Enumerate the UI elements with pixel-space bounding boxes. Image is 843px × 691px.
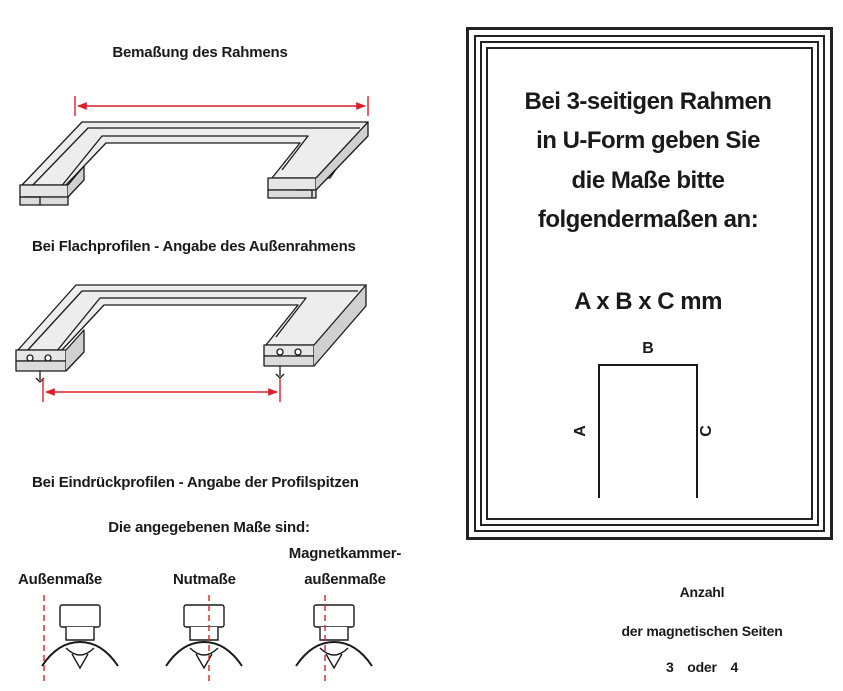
- u-shape-outline: [598, 364, 698, 498]
- magnet-chamber-label-line1: Magnetkammer-: [288, 545, 402, 562]
- label-c: C: [698, 425, 715, 437]
- dimension-line-1: [74, 96, 369, 116]
- count-subtitle: der magnetischen Seiten: [621, 623, 783, 639]
- u-form-instruction-box: [466, 27, 833, 540]
- u-frame-drawing-1: [19, 121, 369, 206]
- given-dimensions-heading: Die angegebenen Maße sind:: [108, 519, 310, 536]
- count-options: 3 oder 4: [665, 659, 739, 675]
- instruction-line-4: folgendermaßen an:: [537, 206, 759, 233]
- u-frame-drawing-2: [15, 284, 367, 383]
- profile-magnet-drawing: [295, 604, 373, 670]
- label-a: A: [572, 425, 589, 437]
- label-b: B: [642, 340, 654, 357]
- instruction-line-3: die Maße bitte: [571, 167, 725, 194]
- count-title: Anzahl: [679, 584, 725, 600]
- dimension-line-2: [42, 378, 281, 402]
- flat-profile-heading: Bei Flachprofilen - Angabe des Außenrahm…: [32, 238, 356, 255]
- frame-dimension-heading: Bemaßung des Rahmens: [112, 44, 288, 61]
- press-profile-heading: Bei Eindrückprofilen - Angabe der Profil…: [32, 474, 359, 491]
- profile-outer-drawing: [41, 604, 119, 670]
- instruction-line-1: Bei 3-seitigen Rahmen: [524, 88, 772, 115]
- outer-dimension-label: Außenmaße: [18, 571, 103, 588]
- groove-dimension-label: Nutmaße: [173, 571, 236, 588]
- dimension-formula: A x B x C mm: [574, 288, 722, 315]
- magnet-chamber-label-line2: außenmaße: [304, 571, 386, 588]
- instruction-line-2: in U-Form geben Sie: [536, 127, 760, 154]
